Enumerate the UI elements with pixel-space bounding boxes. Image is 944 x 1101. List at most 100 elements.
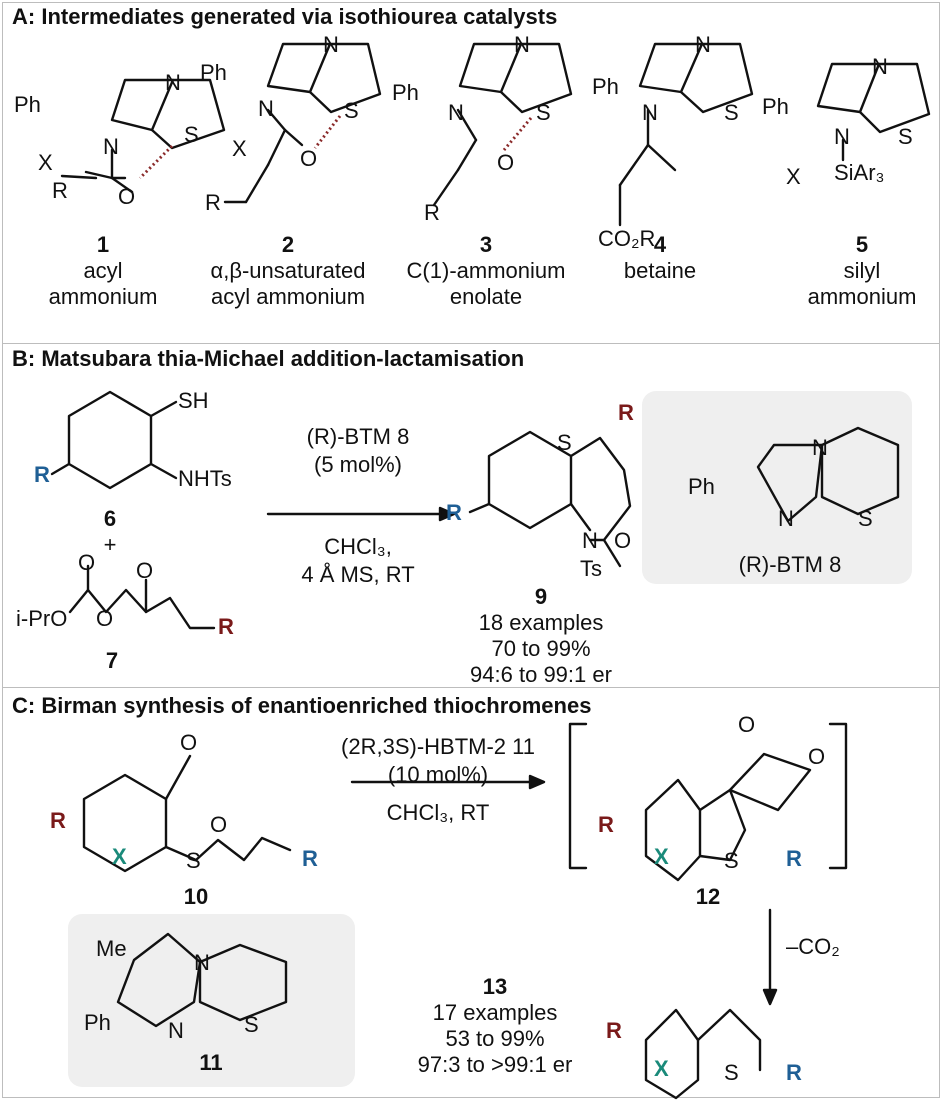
catalyst-11-number: 11 [199, 1050, 223, 1075]
compound-12-number: 12 [695, 884, 721, 909]
catalyst-11-ph: Ph [84, 1010, 111, 1035]
compound-1-n: N [103, 134, 119, 159]
compound-13-r2: R [786, 1060, 802, 1085]
compound-10-o-aldehyde: O [180, 730, 198, 755]
catalyst-8-box [642, 391, 912, 584]
compound-6-nhts: NHTs [178, 466, 232, 491]
compound-3-n2: N [514, 32, 530, 57]
catalyst-8-s: S [858, 506, 873, 531]
plus-sign: + [103, 532, 117, 557]
reagent-r-btm-8: (R)-BTM 8 [306, 424, 410, 449]
compound-1-o: O [118, 184, 136, 209]
compound-6-r: R [34, 462, 50, 487]
compound-10-o: O [210, 812, 228, 837]
c-yield: 53 to 99% [445, 1026, 545, 1051]
compound-2-n2: N [323, 32, 339, 57]
compound-3-label: 3 C(1)-ammonium enolate [406, 232, 566, 309]
compound-2-n: N [258, 96, 274, 121]
reagent-loading: (5 mol%) [313, 452, 403, 477]
compound-12-o1: O [738, 712, 756, 737]
compound-2-o: O [300, 146, 318, 171]
compound-1-label: 1 acyl ammonium [48, 232, 158, 309]
compound-13-x: X [654, 1056, 669, 1081]
compound-2-r: R [205, 190, 221, 215]
catalyst-11-n: N [194, 950, 210, 975]
catalyst-8-ph: Ph [688, 474, 715, 499]
compound-5-ph: Ph [762, 94, 789, 119]
compound-13-r: R [606, 1018, 622, 1043]
compound-5-s: S [898, 124, 913, 149]
compound-9-r: R [618, 400, 634, 425]
section-c-title: C: Birman synthesis of enantioenriched t… [12, 693, 592, 718]
compound-5-siar3: SiAr₃ [834, 160, 885, 185]
compound-3-n: N [448, 100, 464, 125]
compound-1-x: X [38, 150, 53, 175]
compound-4-n2: N [695, 32, 711, 57]
compound-3-r: R [424, 200, 440, 225]
compound-4-s: S [724, 100, 739, 125]
compound-5-x: X [786, 164, 801, 189]
catalyst-11-n2: N [168, 1018, 184, 1043]
compound-1-r: R [52, 178, 68, 203]
compound-6-sh: SH [178, 388, 209, 413]
compound-12-o2: O [808, 744, 826, 769]
compound-5-n2: N [872, 54, 888, 79]
compound-2-ph: Ph [200, 60, 227, 85]
compound-7-ipro: i-PrO [16, 606, 68, 631]
section-b-title: B: Matsubara thia-Michael addition-lacta… [12, 346, 525, 371]
compound-4-label: 4 betaine [623, 232, 697, 283]
compound-10-r2: R [302, 846, 318, 871]
reaction-conditions: 4 Å MS, RT [301, 562, 415, 587]
b-yield: 70 to 99% [491, 636, 591, 661]
catalyst-11-me: Me [96, 936, 127, 961]
decarboxylation-label: –CO₂ [786, 934, 840, 959]
compound-4-ph: Ph [592, 74, 619, 99]
compound-9-number: 9 [534, 584, 548, 609]
compound-12-s: S [724, 848, 739, 873]
c-examples: 17 examples [432, 1000, 558, 1025]
compound-7-o3: O [96, 606, 114, 631]
compound-7-number: 7 [105, 648, 119, 673]
compound-13-number: 13 [482, 974, 508, 999]
compound-2-s: S [344, 98, 359, 123]
compound-1-ph: Ph [14, 92, 41, 117]
reaction-solvent: CHCl₃, [324, 534, 392, 559]
reagent-hbtm-2: (2R,3S)-HBTM-2 11 [341, 734, 535, 759]
compound-5-label: 5 silyl ammonium [807, 232, 917, 309]
compound-9-s: S [557, 430, 572, 455]
compound-13-s: S [724, 1060, 739, 1085]
compound-7-r: R [218, 614, 234, 639]
compound-1-n2: N [165, 70, 181, 95]
compound-10-r: R [50, 808, 66, 833]
section-divider-b-c [2, 687, 940, 688]
compound-7-o2: O [136, 558, 154, 583]
compound-12-r2: R [786, 846, 802, 871]
catalyst-11-s: S [244, 1012, 259, 1037]
compound-2-x: X [232, 136, 247, 161]
compound-3-o: O [497, 150, 515, 175]
compound-4-co2r: CO₂R [598, 226, 656, 251]
compound-3-s: S [536, 100, 551, 125]
catalyst-8-n2: N [778, 506, 794, 531]
reaction-c-conditions: CHCl₃, RT [386, 800, 490, 825]
compound-10-x: X [112, 844, 127, 869]
reagent-c-loading: (10 mol%) [387, 762, 489, 787]
b-er: 94:6 to 99:1 er [470, 662, 612, 687]
compound-9-o: O [614, 528, 632, 553]
catalyst-11-box [68, 914, 355, 1087]
compound-10-s: S [186, 848, 201, 873]
section-divider-a-b [2, 343, 940, 344]
compound-9-n: N [582, 528, 598, 553]
compound-12-r: R [598, 812, 614, 837]
compound-9-r2: R [446, 500, 462, 525]
compound-10-number: 10 [183, 884, 209, 909]
catalyst-8-n: N [812, 435, 828, 460]
compound-5-n: N [834, 124, 850, 149]
b-examples: 18 examples [478, 610, 604, 635]
compound-7-o1: O [78, 550, 96, 575]
compound-1-s: S [184, 122, 199, 147]
compound-4-n: N [642, 100, 658, 125]
compound-6-number: 6 [103, 506, 117, 531]
